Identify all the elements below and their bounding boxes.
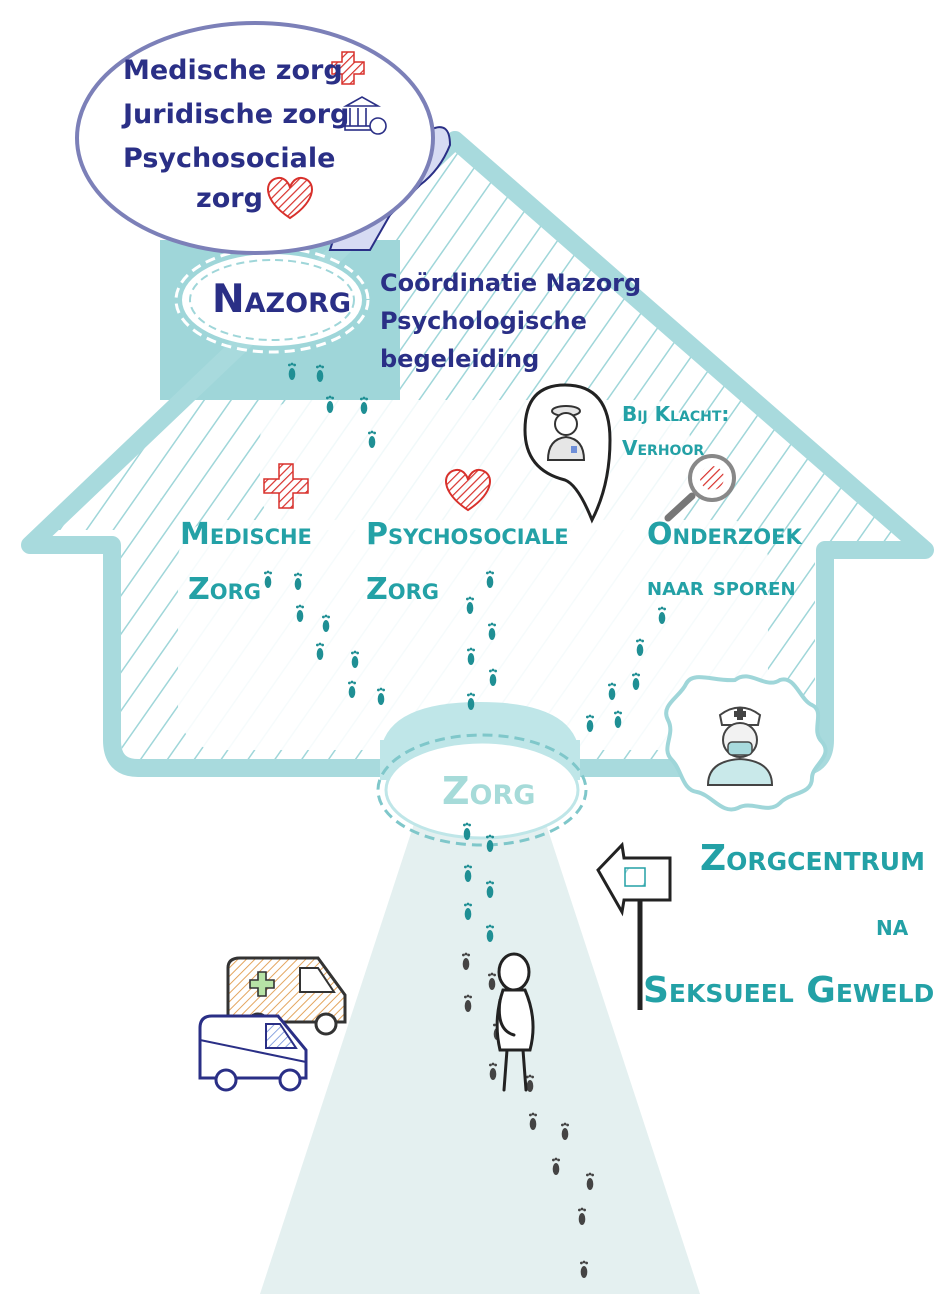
nazorg-line-3: begeleiding xyxy=(380,345,540,373)
nazorg-line-1: Coördinatie Nazorg xyxy=(380,269,642,297)
center-name-line-3: Seksueel Geweld xyxy=(643,970,935,1011)
ambulance-icon xyxy=(226,956,347,1036)
nazorg-oval xyxy=(182,254,362,346)
center-name-line-2: na xyxy=(876,909,909,942)
entrance-path xyxy=(260,775,700,1294)
psychosocial-care-label-2: Zorg xyxy=(366,572,440,607)
police-officer-icon xyxy=(546,405,586,461)
medical-care-label-1: Medische xyxy=(180,517,312,552)
red-cross-icon xyxy=(331,51,365,85)
zorg-oval-dashed xyxy=(376,733,588,847)
psychosocial-care-label-1: Psychosociale xyxy=(366,517,569,552)
forensic-label-2: naar sporen xyxy=(647,572,796,602)
nazorg-oval-inner xyxy=(189,259,355,341)
nurse-icon xyxy=(706,706,774,786)
courthouse-scales-icon xyxy=(342,96,387,135)
bubble-medical-care: Medische zorg xyxy=(123,55,343,86)
person-icon xyxy=(495,952,535,1092)
nazorg-line-2: Psychologische xyxy=(380,307,587,335)
center-name-line-1: Zorgcentrum xyxy=(700,838,925,879)
bubble-psychosocial-care: Psychosociale xyxy=(123,143,336,174)
signpost-icon xyxy=(596,841,672,1010)
heart-icon xyxy=(445,468,491,512)
door-label: Zorg xyxy=(442,769,536,813)
bubble-legal-care: Juridische zorg xyxy=(123,99,350,130)
forensic-label-1: Onderzoek xyxy=(647,517,802,552)
red-cross-icon xyxy=(263,463,309,509)
zorg-oval xyxy=(384,740,580,840)
police-van-icon xyxy=(198,1014,308,1092)
nazorg-title: Nazorg xyxy=(212,277,352,322)
medical-care-label-2: Zorg xyxy=(188,572,262,607)
heart-icon xyxy=(267,176,313,220)
bubble-psychosocial-care-2: zorg xyxy=(196,183,263,214)
house-interior xyxy=(178,520,768,750)
magnifying-glass-icon xyxy=(664,454,736,522)
police-interview-label: Verhoor xyxy=(622,436,705,460)
police-complaint-label: Bij Klacht: xyxy=(622,402,730,426)
